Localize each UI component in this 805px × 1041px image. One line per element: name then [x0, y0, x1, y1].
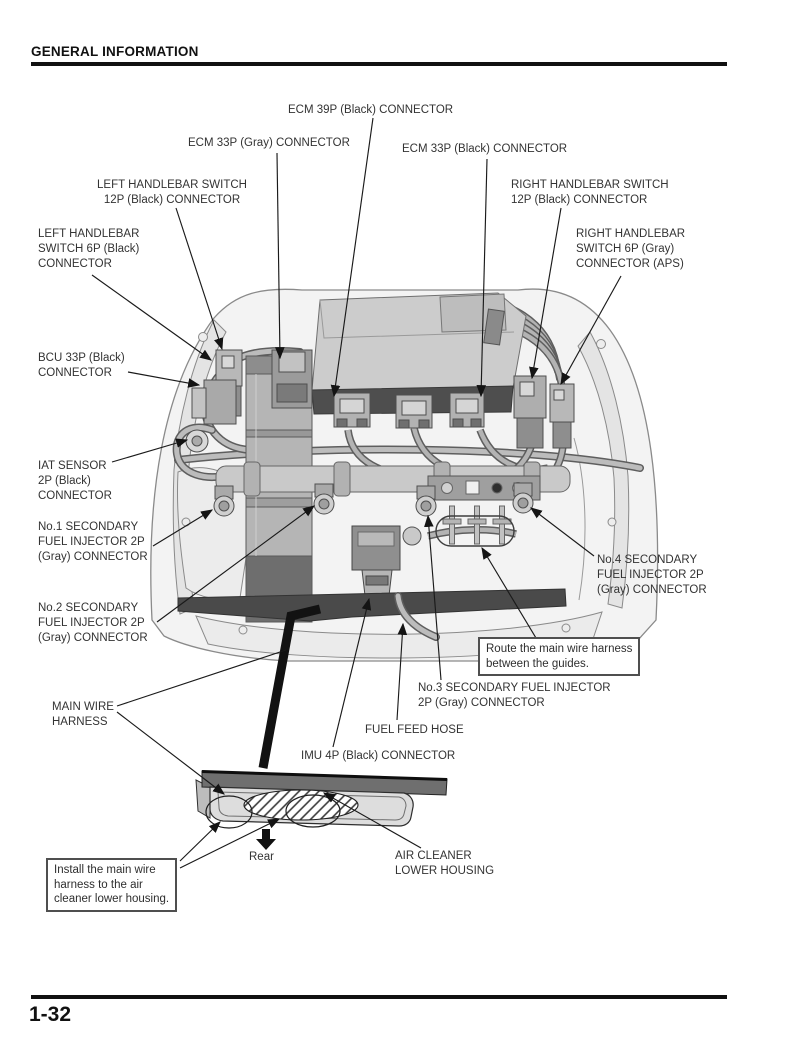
rear-direction-arrow-icon: [256, 829, 276, 850]
callout-line-air-cleaner: [322, 792, 422, 849]
fuel-rail: [215, 461, 571, 501]
callout-line-mwh-lower: [116, 711, 225, 795]
bolt-details: [181, 332, 617, 635]
harness-guides: [435, 505, 515, 547]
callout-line-left-12p: [175, 207, 224, 351]
callout-label-no2-injector: No.2 SECONDARY FUEL INJECTOR 2P (Gray) C…: [38, 602, 148, 644]
callout-label-fuel-feed-hose: FUEL FEED HOSE: [365, 724, 464, 736]
callout-label-air-cleaner: AIR CLEANER LOWER HOUSING: [395, 850, 495, 877]
callout-line-no3: [424, 514, 442, 681]
callout-line-install-1: [179, 821, 221, 862]
callout-label-left-handlebar-6p: LEFT HANDLEBAR SWITCH 6P (Black) CONNECT…: [38, 228, 140, 270]
callout-line-iat: [111, 438, 189, 463]
callout-line-mwh-upper: [116, 649, 287, 707]
engine-bottom: [177, 588, 567, 641]
callout-label-right-handlebar-12p: RIGHT HANDLEBAR SWITCH 12P (Black) CONNE…: [511, 179, 669, 206]
injector-connectors: [213, 482, 534, 517]
footer-rule: [31, 995, 727, 999]
callout-label-main-wire-harness: MAIN WIRE HARNESS: [52, 701, 114, 728]
callout-line-right-6p: [560, 275, 622, 386]
page-number: 1-32: [29, 1003, 72, 1026]
note-route-harness: Route the main wire harness between the …: [478, 637, 641, 676]
callout-label-ecm-39p: ECM 39P (Black) CONNECTOR: [288, 104, 454, 116]
callout-line-right-12p: [529, 207, 562, 380]
guide-highlight-left: [205, 795, 253, 829]
callout-line-ecm-39p: [330, 117, 374, 398]
main-wire-harness-line: [258, 604, 322, 769]
callout-line-route-note: [481, 546, 537, 639]
callout-label-ecm-33p-gray: ECM 33P (Gray) CONNECTOR: [188, 137, 350, 149]
callout-label-no3-injector: No.3 SECONDARY FUEL INJECTOR 2P (Gray) C…: [418, 682, 611, 709]
callout-line-imu: [332, 597, 372, 748]
callout-label-no4-injector: No.4 SECONDARY FUEL INJECTOR 2P (Gray) C…: [597, 554, 707, 596]
callout-line-bcu: [127, 371, 201, 388]
callout-line-ecm-33p-black: [476, 158, 488, 398]
callout-lines: [91, 117, 622, 869]
callout-label-ecm-33p-black: ECM 33P (Black) CONNECTOR: [402, 143, 568, 155]
callout-label-left-handlebar-12p: LEFT HANDLEBAR SWITCH 12P (Black) CONNEC…: [97, 179, 247, 206]
callout-label-iat-sensor: IAT SENSOR 2P (Black) CONNECTOR: [38, 460, 112, 502]
callout-label-rear: Rear: [249, 851, 274, 863]
callout-line-no2: [156, 505, 315, 623]
callout-line-ecm-33p-gray: [275, 152, 285, 360]
callout-line-left-6p: [91, 274, 212, 361]
header-rule: [31, 62, 727, 66]
callout-label-bcu-33p: BCU 33P (Black) CONNECTOR: [38, 352, 125, 379]
connectors: [185, 349, 575, 453]
callout-line-install-2: [179, 818, 281, 869]
callout-line-fuel-feed: [396, 622, 408, 721]
callout-label-no1-injector: No.1 SECONDARY FUEL INJECTOR 2P (Gray) C…: [38, 521, 148, 563]
callout-line-no4: [530, 507, 595, 557]
callout-label-right-handlebar-6p: RIGHT HANDLEBAR SWITCH 6P (Gray) CONNECT…: [576, 228, 686, 270]
air-cleaner-tray: [195, 770, 448, 829]
callout-line-no1: [152, 509, 214, 547]
harness-cross-section: [243, 789, 359, 821]
section-title: GENERAL INFORMATION: [31, 44, 199, 59]
callout-label-imu-4p: IMU 4P (Black) CONNECTOR: [301, 750, 456, 762]
guide-highlight-right: [285, 794, 341, 828]
note-install-harness: Install the main wire harness to the air…: [46, 858, 178, 912]
